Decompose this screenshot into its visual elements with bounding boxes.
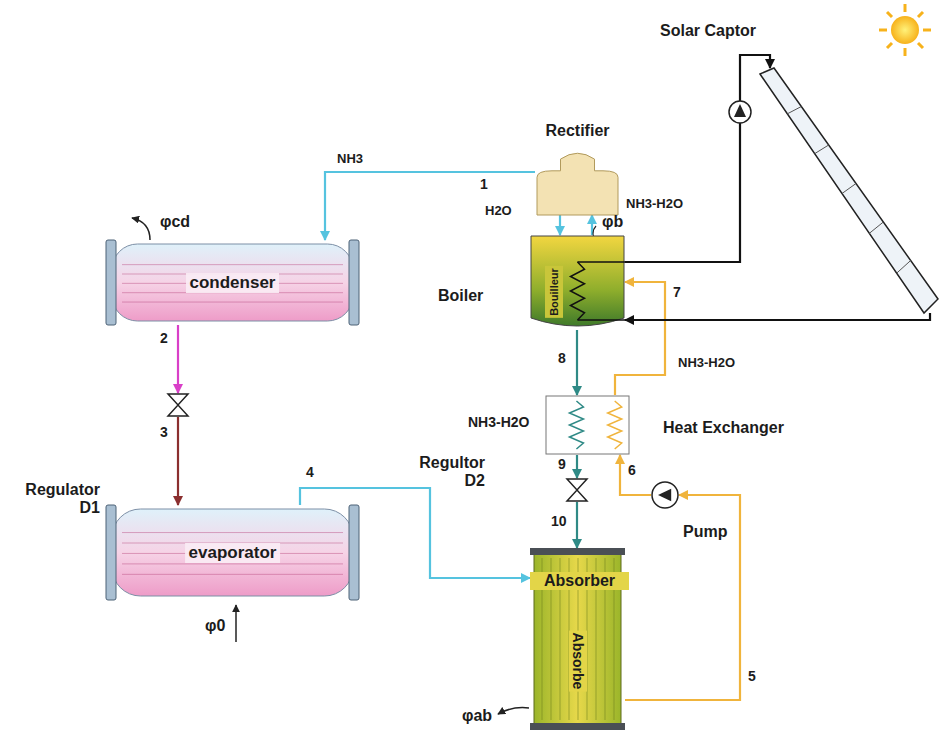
state-point-number: 2: [160, 330, 168, 346]
state-point-number: 7: [673, 284, 681, 300]
pump-symbol-outline: [651, 481, 679, 509]
component-label: Boiler: [438, 287, 483, 305]
absorber-column: AbsorberAbsorbe: [530, 548, 625, 730]
expansion-valve: Regultor D2: [565, 478, 589, 502]
evaporator-tank: evaporator: [100, 505, 365, 600]
component-label: evaporator: [185, 543, 281, 563]
pipe-connector: [625, 495, 740, 700]
pipe-connector: [576, 330, 578, 395]
flow-label: NH3-H2O: [468, 414, 529, 430]
state-point-number: 3: [160, 424, 168, 440]
flow-label: NH3-H2O: [676, 355, 737, 371]
pipe-connector: [559, 215, 561, 235]
component-label: Absorber: [530, 572, 629, 590]
state-point-number: 10: [551, 513, 567, 529]
component-label: Heat Exchanger: [663, 419, 784, 437]
pipe-connector: [625, 55, 770, 262]
rectifier-vessel-outline: [535, 150, 620, 215]
component-label: Regultor D2: [395, 454, 485, 490]
expansion-valve-outline: [565, 478, 589, 502]
pipe-connector: [576, 502, 578, 548]
flow-label: NH3-H2O: [624, 196, 685, 212]
component-label: Regulator D1: [8, 481, 100, 517]
state-point-number: 5: [748, 668, 756, 684]
state-point-number: 6: [628, 462, 636, 478]
heat-in-arrow: [235, 605, 237, 642]
heat-flow-symbol: φb: [602, 214, 623, 230]
pump-symbol: Pump: [651, 481, 679, 509]
pipe-connector: [576, 455, 578, 478]
condenser-tank: condenser: [100, 240, 365, 325]
pipe-connector: [177, 417, 179, 505]
state-point-number: 9: [558, 456, 566, 472]
pipe-connector: [177, 325, 179, 393]
component-label: Pump: [683, 523, 727, 541]
pipe-connector: [325, 172, 535, 240]
inner-label: Bouilleur: [545, 266, 563, 318]
circulation-pump-symbol: [729, 101, 751, 123]
rectifier-vessel: Rectifier: [535, 150, 620, 215]
expansion-valve-outline: [166, 393, 190, 417]
component-label: condenser: [186, 273, 280, 293]
heat-flow-symbol: φcd: [160, 214, 190, 230]
state-point-number: 4: [306, 464, 314, 480]
expansion-valve: Regulator D1: [166, 393, 190, 417]
pipe-connector: [625, 313, 930, 320]
state-point-number: 1: [480, 176, 488, 192]
flow-label: NH3: [335, 151, 365, 167]
pipe-connector: [620, 455, 651, 495]
sun-symbol: [879, 4, 931, 56]
heat-exchanger-box: Heat Exchanger: [545, 395, 630, 455]
inner-label: Absorbe: [569, 630, 587, 691]
component-label: Rectifier: [530, 122, 625, 140]
flow-label: H2O: [483, 203, 514, 219]
heat-exchanger-box-outline: [545, 395, 630, 455]
component-label: Solar Captor: [660, 22, 756, 40]
state-point-number: 8: [558, 350, 566, 366]
heat-flow-symbol: φab: [462, 708, 492, 724]
heat-out-arrow: [132, 218, 150, 240]
solar-collector: Solar Captor: [760, 68, 938, 313]
heat-out-arrow: [498, 708, 529, 714]
boiler-vessel: BoilerBouilleur: [530, 235, 625, 330]
heat-flow-symbol: φ0: [205, 618, 225, 634]
solar-collector-outline: [760, 68, 938, 313]
